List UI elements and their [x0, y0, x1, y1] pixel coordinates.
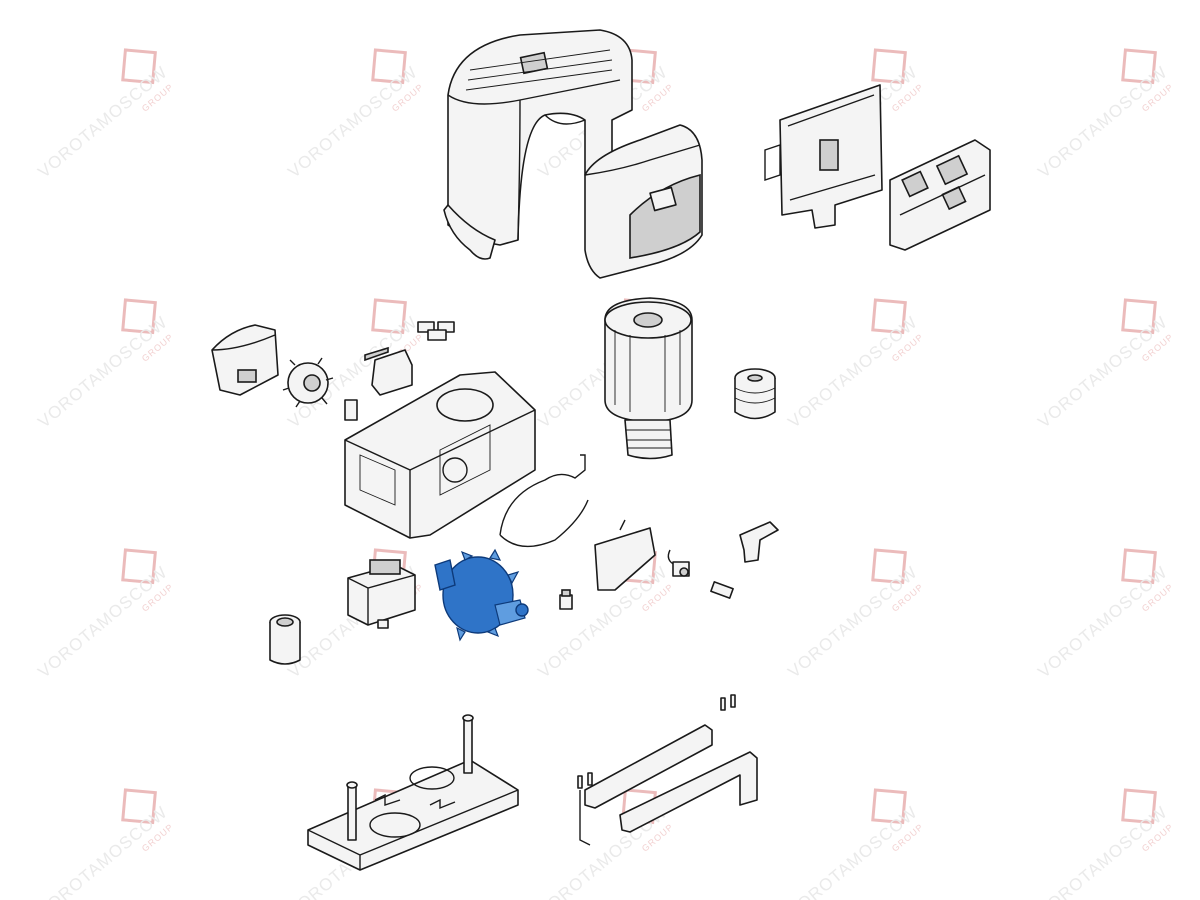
gasket-seal — [499, 454, 589, 548]
control-board — [889, 139, 991, 251]
watermark-text: VOROTAMOSCOW — [284, 62, 421, 181]
watermark-text: VOROTAMOSCOW — [34, 62, 171, 181]
foundation-plate — [307, 714, 519, 871]
control-board-bracket — [764, 84, 883, 229]
gearbox-housing — [344, 371, 536, 539]
watermark-logo-icon — [871, 298, 907, 335]
watermark-text: VOROTAMOSCOW — [34, 562, 171, 681]
watermark-text: VOROTAMOSCOW — [784, 562, 921, 681]
watermark-logo-icon — [1121, 48, 1157, 85]
release-key — [710, 581, 734, 599]
watermark-logo-icon — [121, 548, 157, 585]
rack-mounting-brackets — [577, 694, 758, 846]
watermark-text: VOROTAMOSCOW — [1034, 562, 1171, 681]
watermark-logo-icon — [1121, 298, 1157, 335]
pinion-gear — [282, 357, 334, 408]
watermark-logo-icon — [1121, 548, 1157, 585]
watermark-text: VOROTAMOSCOW — [784, 802, 921, 900]
watermark-logo-icon — [371, 298, 407, 335]
watermark-text: VOROTAMOSCOW — [784, 312, 921, 431]
bushing-sleeve — [269, 614, 301, 665]
watermark-logo-icon — [1121, 788, 1157, 825]
cover-cap — [211, 324, 279, 396]
electric-motor — [604, 297, 693, 460]
watermark-logo-icon — [121, 48, 157, 85]
watermark-logo-icon — [871, 548, 907, 585]
watermark-text: VOROTAMOSCOW — [1034, 62, 1171, 181]
watermark-text: VOROTAMOSCOW — [1034, 312, 1171, 431]
lock-cylinder — [667, 549, 690, 577]
watermark-logo-icon — [121, 788, 157, 825]
watermark-text: VOROTAMOSCOW — [34, 802, 171, 900]
watermark-logo-icon — [871, 788, 907, 825]
magnet-blocks — [417, 321, 455, 341]
release-handle — [739, 521, 779, 563]
watermark-text: VOROTAMOSCOW — [34, 312, 171, 431]
pulley — [734, 368, 776, 420]
watermark-logo-icon — [371, 48, 407, 85]
connector-plug — [559, 589, 573, 610]
watermark-logo-icon — [121, 298, 157, 335]
watermark-text: VOROTAMOSCOW — [1034, 802, 1171, 900]
side-cover — [584, 124, 703, 279]
watermark-logo-icon — [871, 48, 907, 85]
release-cover — [594, 519, 656, 591]
limit-switch — [344, 346, 413, 421]
transformer — [347, 559, 416, 629]
main-cover — [443, 29, 633, 260]
worm-gear-highlighted[interactable] — [434, 548, 529, 642]
